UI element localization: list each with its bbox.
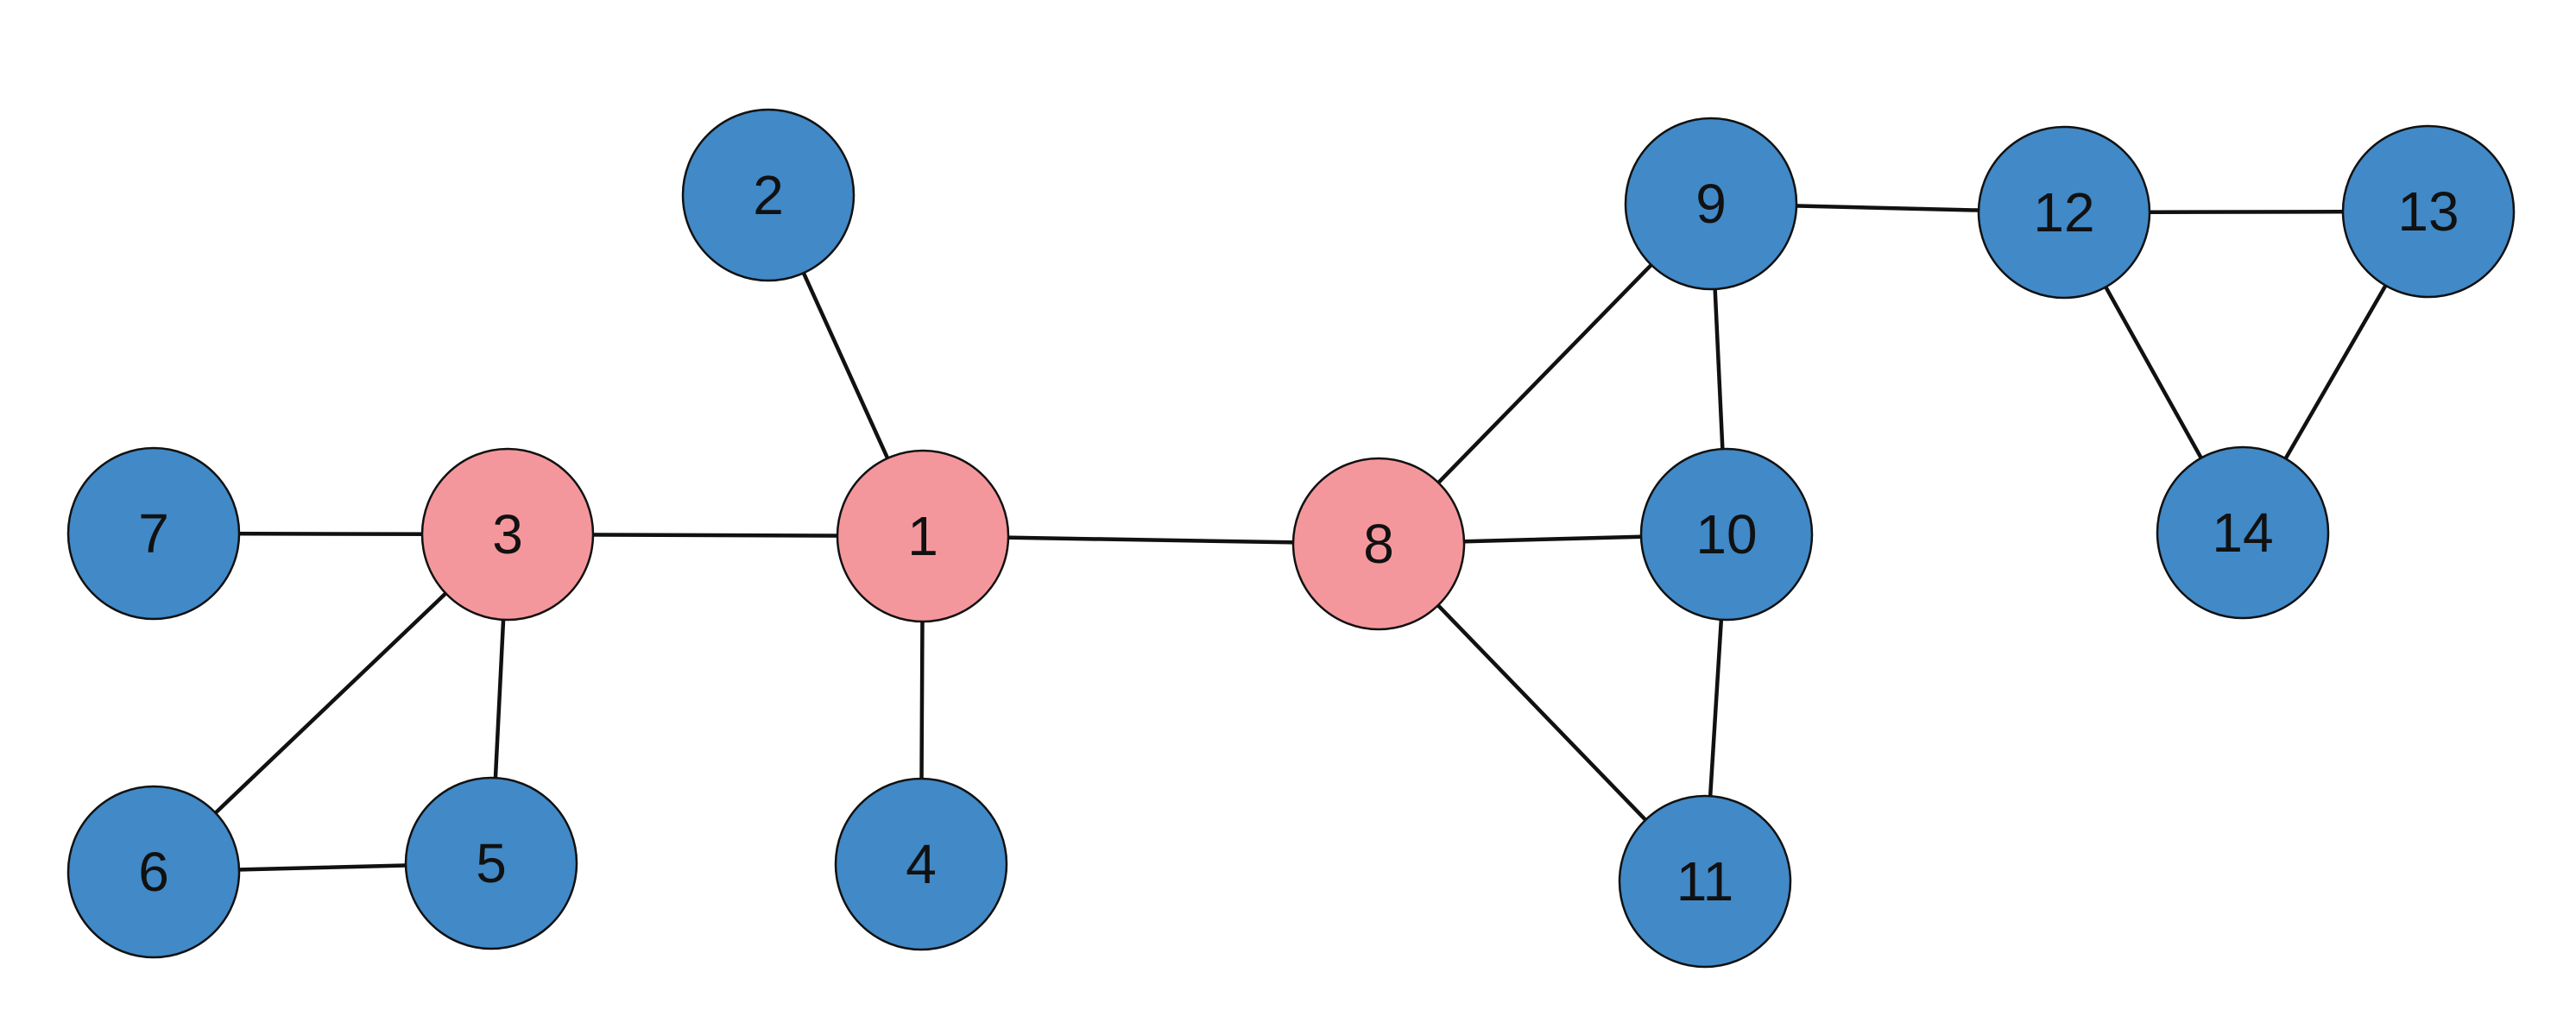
- node-9: 9: [1624, 117, 1798, 291]
- node-3: 3: [420, 447, 595, 622]
- node-circle-4: [834, 777, 1008, 951]
- node-5: 5: [404, 776, 578, 950]
- node-label-11: 11: [1676, 850, 1733, 912]
- node-circle-3: [420, 447, 595, 622]
- node-12: 12: [1977, 125, 2151, 300]
- node-label-6: 6: [138, 841, 169, 903]
- node-label-3: 3: [492, 503, 523, 565]
- node-circle-14: [2156, 445, 2330, 620]
- node-label-1: 1: [907, 505, 938, 567]
- node-circle-11: [1618, 794, 1792, 969]
- node-circle-8: [1291, 457, 1466, 631]
- node-circle-13: [2341, 124, 2516, 299]
- node-circle-12: [1977, 125, 2151, 300]
- node-label-13: 13: [2397, 180, 2459, 243]
- node-label-2: 2: [753, 164, 784, 226]
- node-circle-10: [1639, 447, 1814, 622]
- node-1: 1: [836, 449, 1010, 623]
- node-label-7: 7: [138, 502, 169, 565]
- node-circle-7: [66, 446, 241, 621]
- node-label-10: 10: [1695, 503, 1757, 565]
- node-4: 4: [834, 777, 1008, 951]
- node-circle-2: [681, 108, 856, 282]
- node-11: 11: [1618, 794, 1792, 969]
- node-circle-5: [404, 776, 578, 950]
- node-label-8: 8: [1363, 513, 1394, 575]
- node-6: 6: [66, 785, 241, 959]
- node-circle-6: [66, 785, 241, 959]
- node-13: 13: [2341, 124, 2516, 299]
- node-10: 10: [1639, 447, 1814, 622]
- node-7: 7: [66, 446, 241, 621]
- node-label-12: 12: [2033, 181, 2094, 243]
- node-2: 2: [681, 108, 856, 282]
- node-8: 8: [1291, 457, 1466, 631]
- node-circle-9: [1624, 117, 1798, 291]
- node-label-9: 9: [1695, 173, 1727, 235]
- node-label-5: 5: [476, 832, 507, 894]
- node-label-4: 4: [906, 833, 937, 895]
- node-circle-1: [836, 449, 1010, 623]
- node-14: 14: [2156, 445, 2330, 620]
- node-label-14: 14: [2212, 502, 2273, 564]
